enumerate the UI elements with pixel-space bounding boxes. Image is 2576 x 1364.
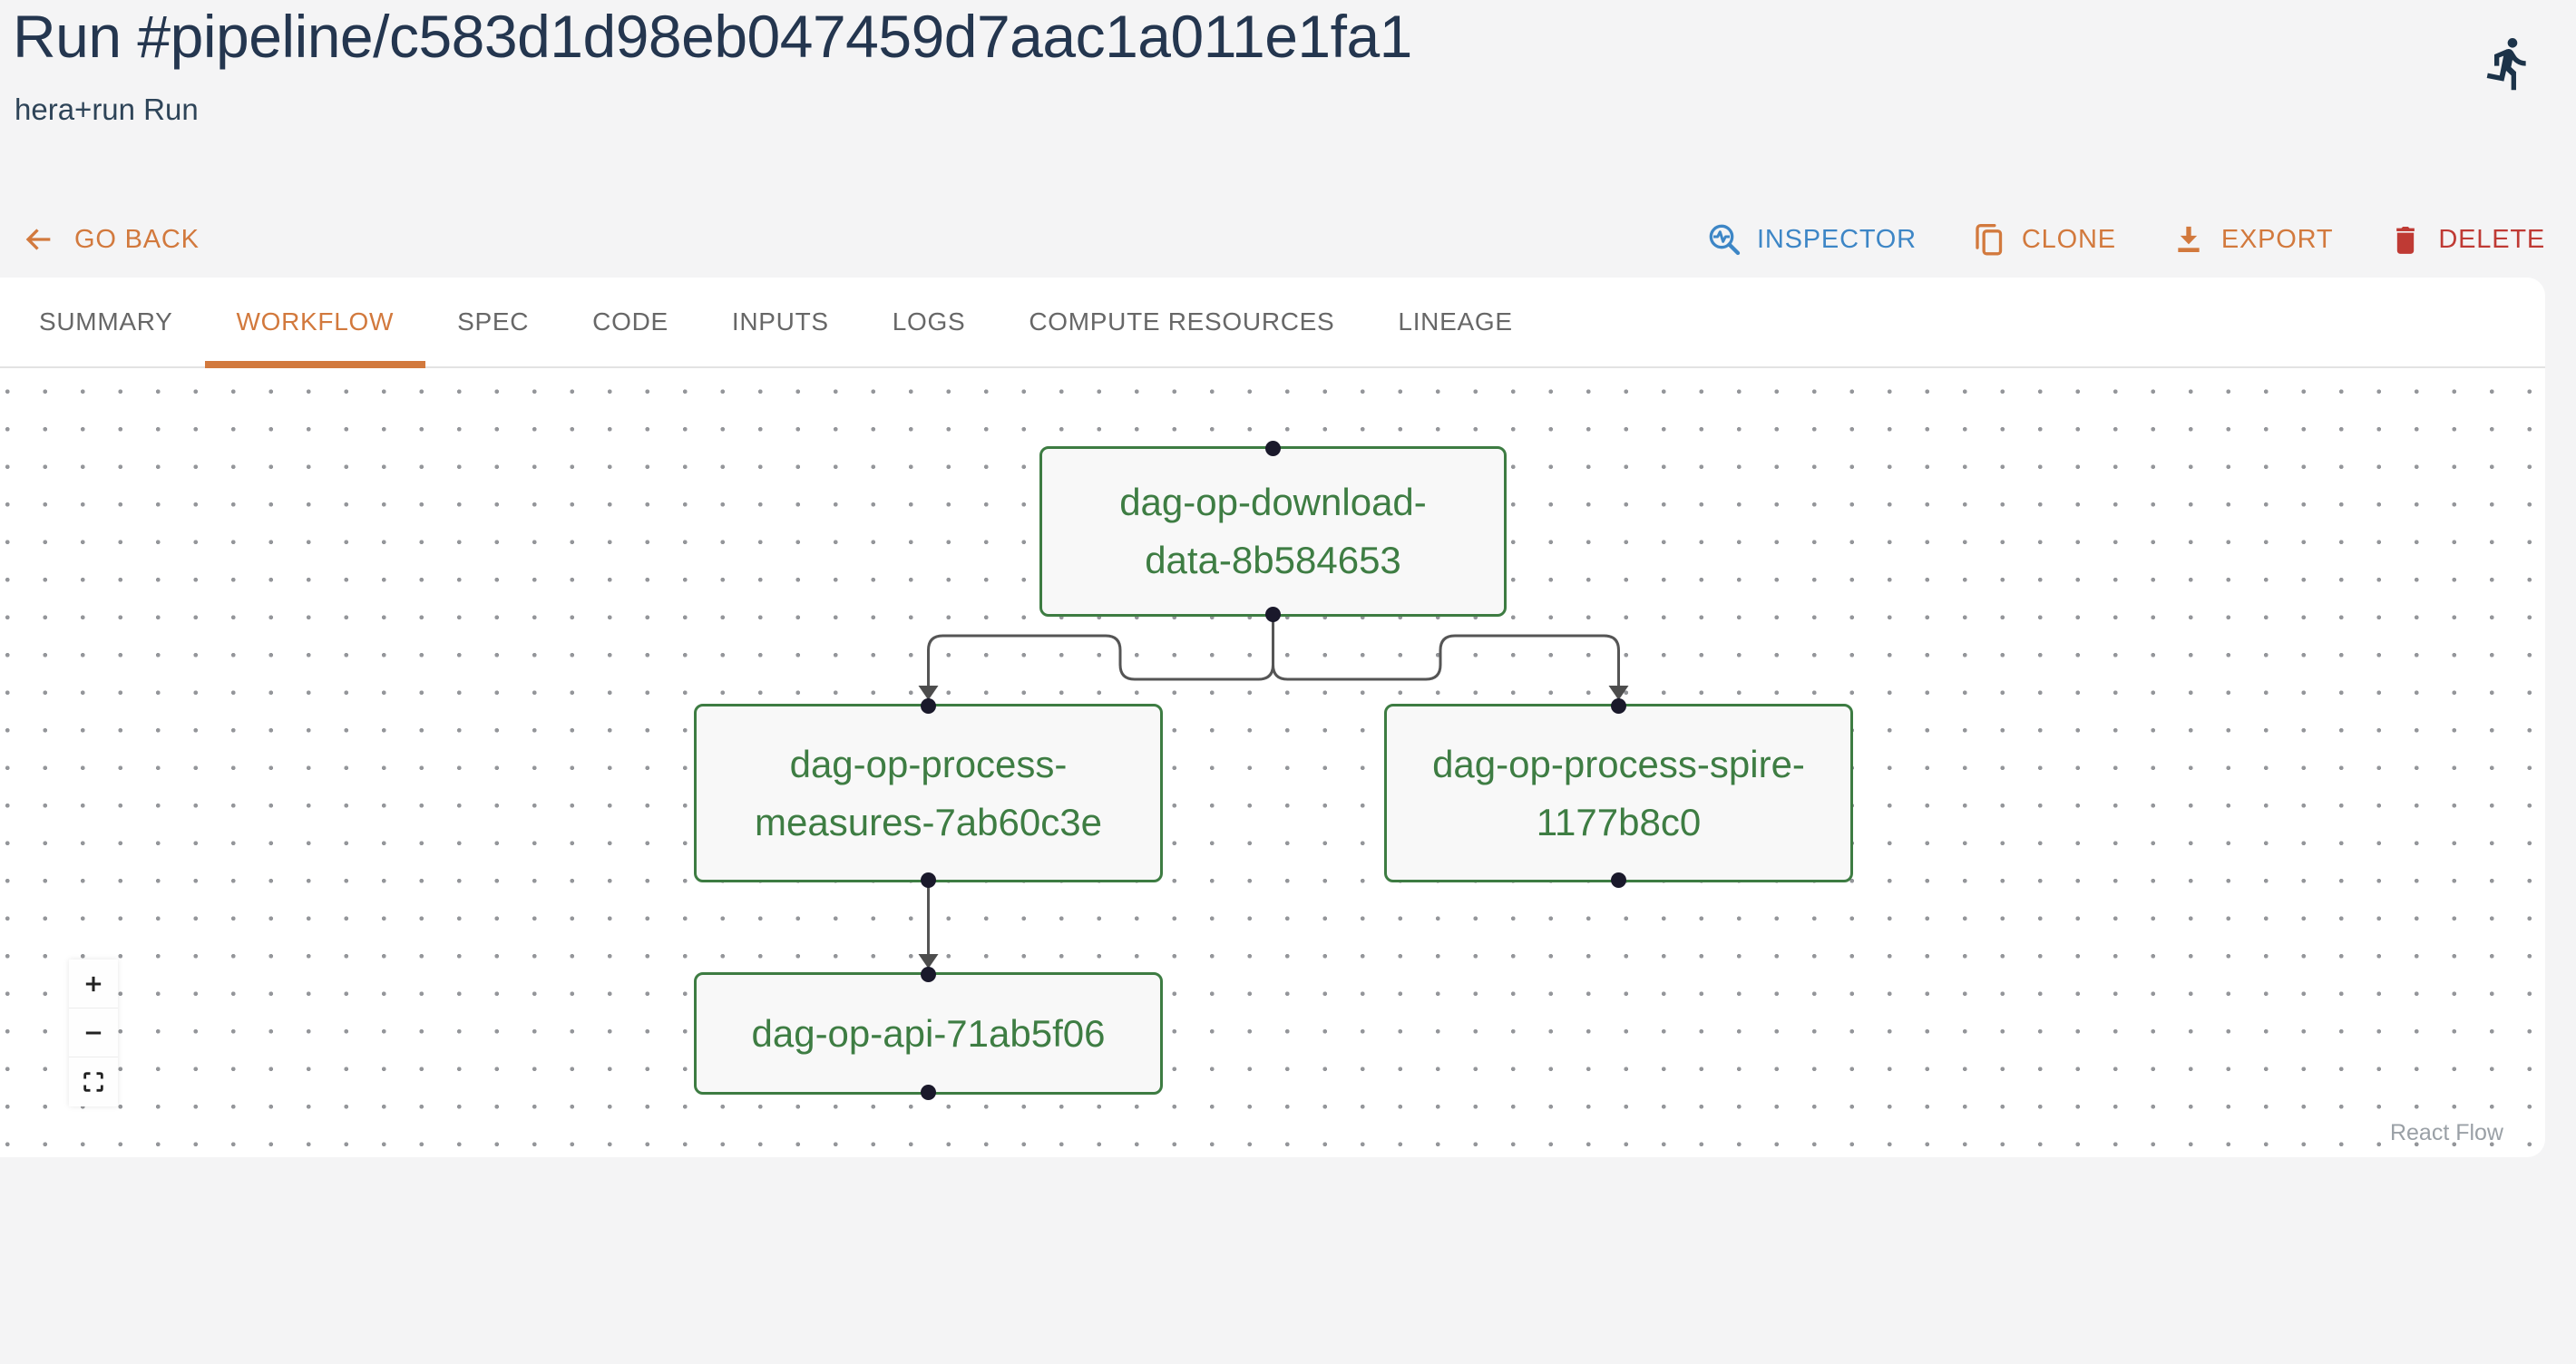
tab-lineage[interactable]: LINEAGE <box>1398 307 1513 336</box>
tab-inputs[interactable]: INPUTS <box>731 307 829 336</box>
workflow-canvas[interactable]: React Flow dag-op-download-data-8b584653… <box>0 368 2545 1155</box>
fit-view-icon <box>81 1069 106 1095</box>
inspector-label: INSPECTOR <box>1757 224 1917 254</box>
tab-bar: SUMMARY WORKFLOW SPEC CODE INPUTS LOGS COMPUTE… <box>0 278 2545 368</box>
flow-controls <box>69 960 118 1106</box>
running-person-icon <box>2480 34 2538 93</box>
tab-workflow[interactable]: WORKFLOW <box>204 278 426 368</box>
export-button[interactable]: EXPORT <box>2171 221 2334 258</box>
workflow-node-dag-op-process-measures-7ab60c3e[interactable]: dag-op-process-measures-7ab60c3e <box>694 698 1163 888</box>
delete-button[interactable]: DELETE <box>2387 221 2545 258</box>
node-handle-bottom <box>1611 872 1626 888</box>
content-panel: SUMMARY WORKFLOW SPEC CODE INPUTS LOGS COMPUTE… <box>0 278 2545 1157</box>
zoom-in-button[interactable] <box>69 960 118 1008</box>
workflow-node-dag-op-process-spire-1177b8c0[interactable]: dag-op-process-spire-1177b8c0 <box>1384 698 1853 888</box>
edge-download-data-to-process-spire <box>1272 620 1620 686</box>
clone-button[interactable]: CLONE <box>1971 221 2116 258</box>
node-handle-top <box>921 698 936 714</box>
node-handle-top <box>921 967 936 982</box>
export-label: EXPORT <box>2220 224 2334 254</box>
tab-compute-resources[interactable]: COMPUTE RESOURCES <box>1029 307 1335 336</box>
fit-view-button[interactable] <box>69 1057 118 1106</box>
node-handle-top <box>1611 698 1626 714</box>
workflow-node-dag-op-api-71ab5f06[interactable]: dag-op-api-71ab5f06 <box>694 967 1163 1100</box>
tab-code[interactable]: CODE <box>592 307 668 336</box>
minus-icon <box>81 1020 106 1046</box>
node-label: dag-op-process-measures-7ab60c3e <box>755 742 1102 843</box>
delete-label: DELETE <box>2438 224 2545 254</box>
action-buttons: INSPECTOR CLONE EXPORT DELETE <box>1706 212 2545 267</box>
inspector-button[interactable]: INSPECTOR <box>1706 221 1917 258</box>
download-icon <box>2171 221 2207 258</box>
node-handle-bottom <box>921 872 936 888</box>
node-handle-bottom <box>921 1085 936 1100</box>
copy-icon <box>1971 221 2007 258</box>
node-handle-top <box>1265 441 1281 456</box>
node-handle-bottom <box>1265 607 1281 622</box>
trash-icon <box>2387 221 2424 258</box>
tab-spec[interactable]: SPEC <box>457 307 530 336</box>
node-label: dag-op-process-spire-1177b8c0 <box>1432 742 1805 843</box>
clone-label: CLONE <box>2021 224 2116 254</box>
go-back-label: GO BACK <box>74 224 200 254</box>
page-subtitle: hera+run Run <box>15 93 199 126</box>
node-label: dag-op-download-data-8b584653 <box>1119 481 1427 581</box>
tab-logs[interactable]: LOGS <box>892 307 966 336</box>
go-back-button[interactable]: GO BACK <box>20 212 200 267</box>
edge-download-data-to-process-measures <box>927 620 1274 686</box>
node-label: dag-op-api-71ab5f06 <box>751 1011 1106 1055</box>
plus-icon <box>81 971 106 997</box>
workflow-node-dag-op-download-data-8b584653[interactable]: dag-op-download-data-8b584653 <box>1039 441 1507 622</box>
arrow-left-icon <box>20 221 56 258</box>
zoom-out-button[interactable] <box>69 1008 118 1057</box>
troubleshoot-icon <box>1706 221 1742 258</box>
page-title: Run #pipeline/c583d1d98eb047459d7aac1a01… <box>13 3 1412 70</box>
tab-summary[interactable]: SUMMARY <box>39 307 173 336</box>
reactflow-attribution: React Flow <box>2389 1120 2503 1145</box>
